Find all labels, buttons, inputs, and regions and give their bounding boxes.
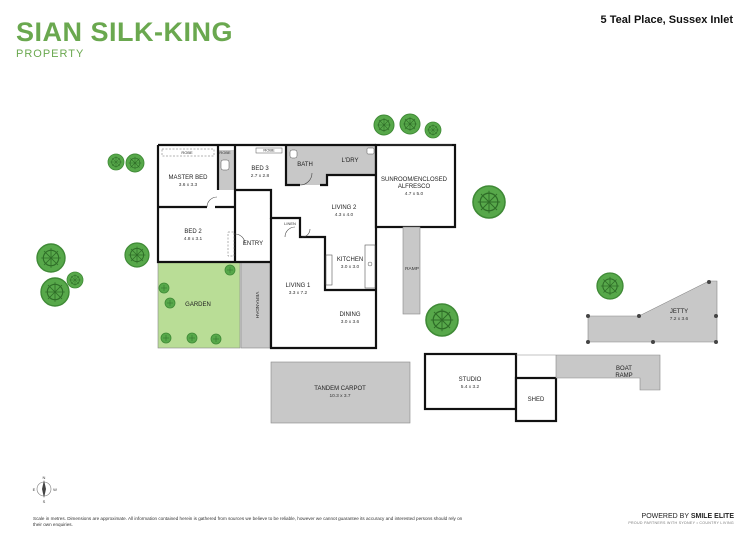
label-robe-1: ROBE	[181, 150, 193, 155]
compass-w: W	[53, 487, 57, 492]
tree-icon	[125, 153, 145, 173]
shed-walls	[514, 376, 558, 423]
label-boat: BOAT	[616, 366, 632, 372]
brand-name: SIAN SILK-KING	[16, 17, 234, 47]
label-shed: SHED	[528, 397, 545, 403]
dim-bed-3: 2.7 x 2.8	[251, 173, 270, 179]
shrub-icon	[210, 333, 222, 345]
label-sunroom-2: ALFRESCO	[398, 184, 431, 190]
label-studio: STUDIO	[459, 377, 482, 383]
dim-sunroom: 4.7 x 5.0	[405, 191, 424, 197]
label-ramp: RAMP	[405, 266, 419, 272]
powered-by: POWERED BY SMILE ELITE PROUD PARTNERS WI…	[628, 513, 734, 525]
compass-icon: N S E W	[33, 475, 57, 504]
tree-icon	[424, 121, 442, 139]
label-linen: LINEN	[284, 221, 296, 226]
tree-icon	[40, 277, 70, 307]
dim-jetty: 7.2 x 3.6	[670, 316, 689, 322]
tandem-carport	[270, 361, 411, 424]
dim-living-1: 3.3 x 7.2	[289, 290, 308, 296]
label-carport: TANDEM CARPOT	[314, 386, 366, 392]
label-jetty: JETTY	[670, 309, 688, 315]
shrub-icon	[186, 332, 198, 344]
sunroom	[374, 143, 457, 229]
label-boat-ramp: RAMP	[615, 373, 632, 379]
label-bath: BATH	[297, 162, 313, 168]
shrub-icon	[158, 282, 170, 294]
robes	[161, 148, 235, 257]
tree-icon	[36, 243, 66, 273]
tree-icon	[124, 242, 150, 268]
label-living-2: LIVING 2	[332, 205, 357, 211]
dim-kitchen: 3.0 x 3.0	[341, 264, 360, 270]
brand-logo: SIAN SILK-KING PROPERTY	[16, 18, 233, 60]
compass-s: S	[43, 499, 46, 504]
dim-carport: 10.3 x 3.7	[329, 393, 350, 399]
label-sunroom-1: SUNROOM/ENCLOSED	[381, 177, 448, 183]
label-kitchen: KITCHEN	[337, 257, 363, 263]
compass-e: E	[33, 487, 36, 492]
tree-icon	[425, 303, 459, 337]
label-garden: GARDEN	[185, 302, 211, 308]
shrub-icon	[160, 332, 172, 344]
tree-icon	[373, 114, 395, 136]
bed3-robe	[255, 147, 283, 154]
powered-brand: SMILE ELITE	[690, 513, 734, 520]
label-dining: DINING	[340, 312, 361, 318]
shrub-icon	[164, 297, 176, 309]
disclaimer-text: Scale in metres. Dimensions are approxim…	[33, 516, 463, 527]
label-robe-3: ROBE	[263, 148, 275, 153]
powered-sub: PROUD PARTNERS WITH SYDNEY • COUNTRY LIV…	[628, 521, 734, 525]
label-master-bed: MASTER BED	[168, 175, 208, 181]
boat-ramp-path	[516, 354, 661, 391]
label-robe-2: ROBE	[219, 150, 231, 155]
jetty-posts	[586, 280, 718, 344]
label-living-1: LIVING 1	[286, 283, 311, 289]
tree-icon	[66, 271, 84, 289]
label-laundry: L'DRY	[341, 158, 358, 164]
tree-icon	[399, 113, 421, 135]
tree-icon	[472, 185, 506, 219]
kitchen-bench	[364, 244, 376, 289]
property-address: 5 Teal Place, Sussex Inlet	[600, 14, 733, 26]
label-verandah: VERANDAH	[254, 292, 260, 319]
dim-dining: 3.0 x 3.6	[341, 319, 360, 325]
label-entry: ENTRY	[243, 241, 263, 247]
dim-living-2: 4.3 x 4.0	[335, 212, 354, 218]
room-labels: ROBE ROBE ROBE MASTER BED 3.6 x 3.3 BED …	[168, 148, 688, 404]
brand-sub: PROPERTY	[16, 48, 85, 60]
shrub-icon	[224, 264, 236, 276]
label-bed-3: BED 3	[251, 166, 269, 172]
verandah-area	[240, 261, 271, 349]
dim-master-bed: 3.6 x 3.3	[179, 182, 198, 188]
compass-n: N	[43, 475, 46, 480]
ramp-area	[402, 226, 421, 315]
label-bed-2: BED 2	[184, 229, 202, 235]
tree-icon	[596, 272, 624, 300]
dim-studio: 5.4 x 3.2	[461, 384, 480, 390]
powered-prefix: POWERED BY	[641, 513, 689, 520]
house-walls	[156, 143, 378, 350]
door-swings	[206, 172, 313, 245]
kitchen-island	[325, 254, 333, 286]
house-floor	[158, 145, 376, 348]
tree-icon	[107, 153, 125, 171]
dim-bed-2: 4.8 x 3.1	[184, 236, 203, 242]
